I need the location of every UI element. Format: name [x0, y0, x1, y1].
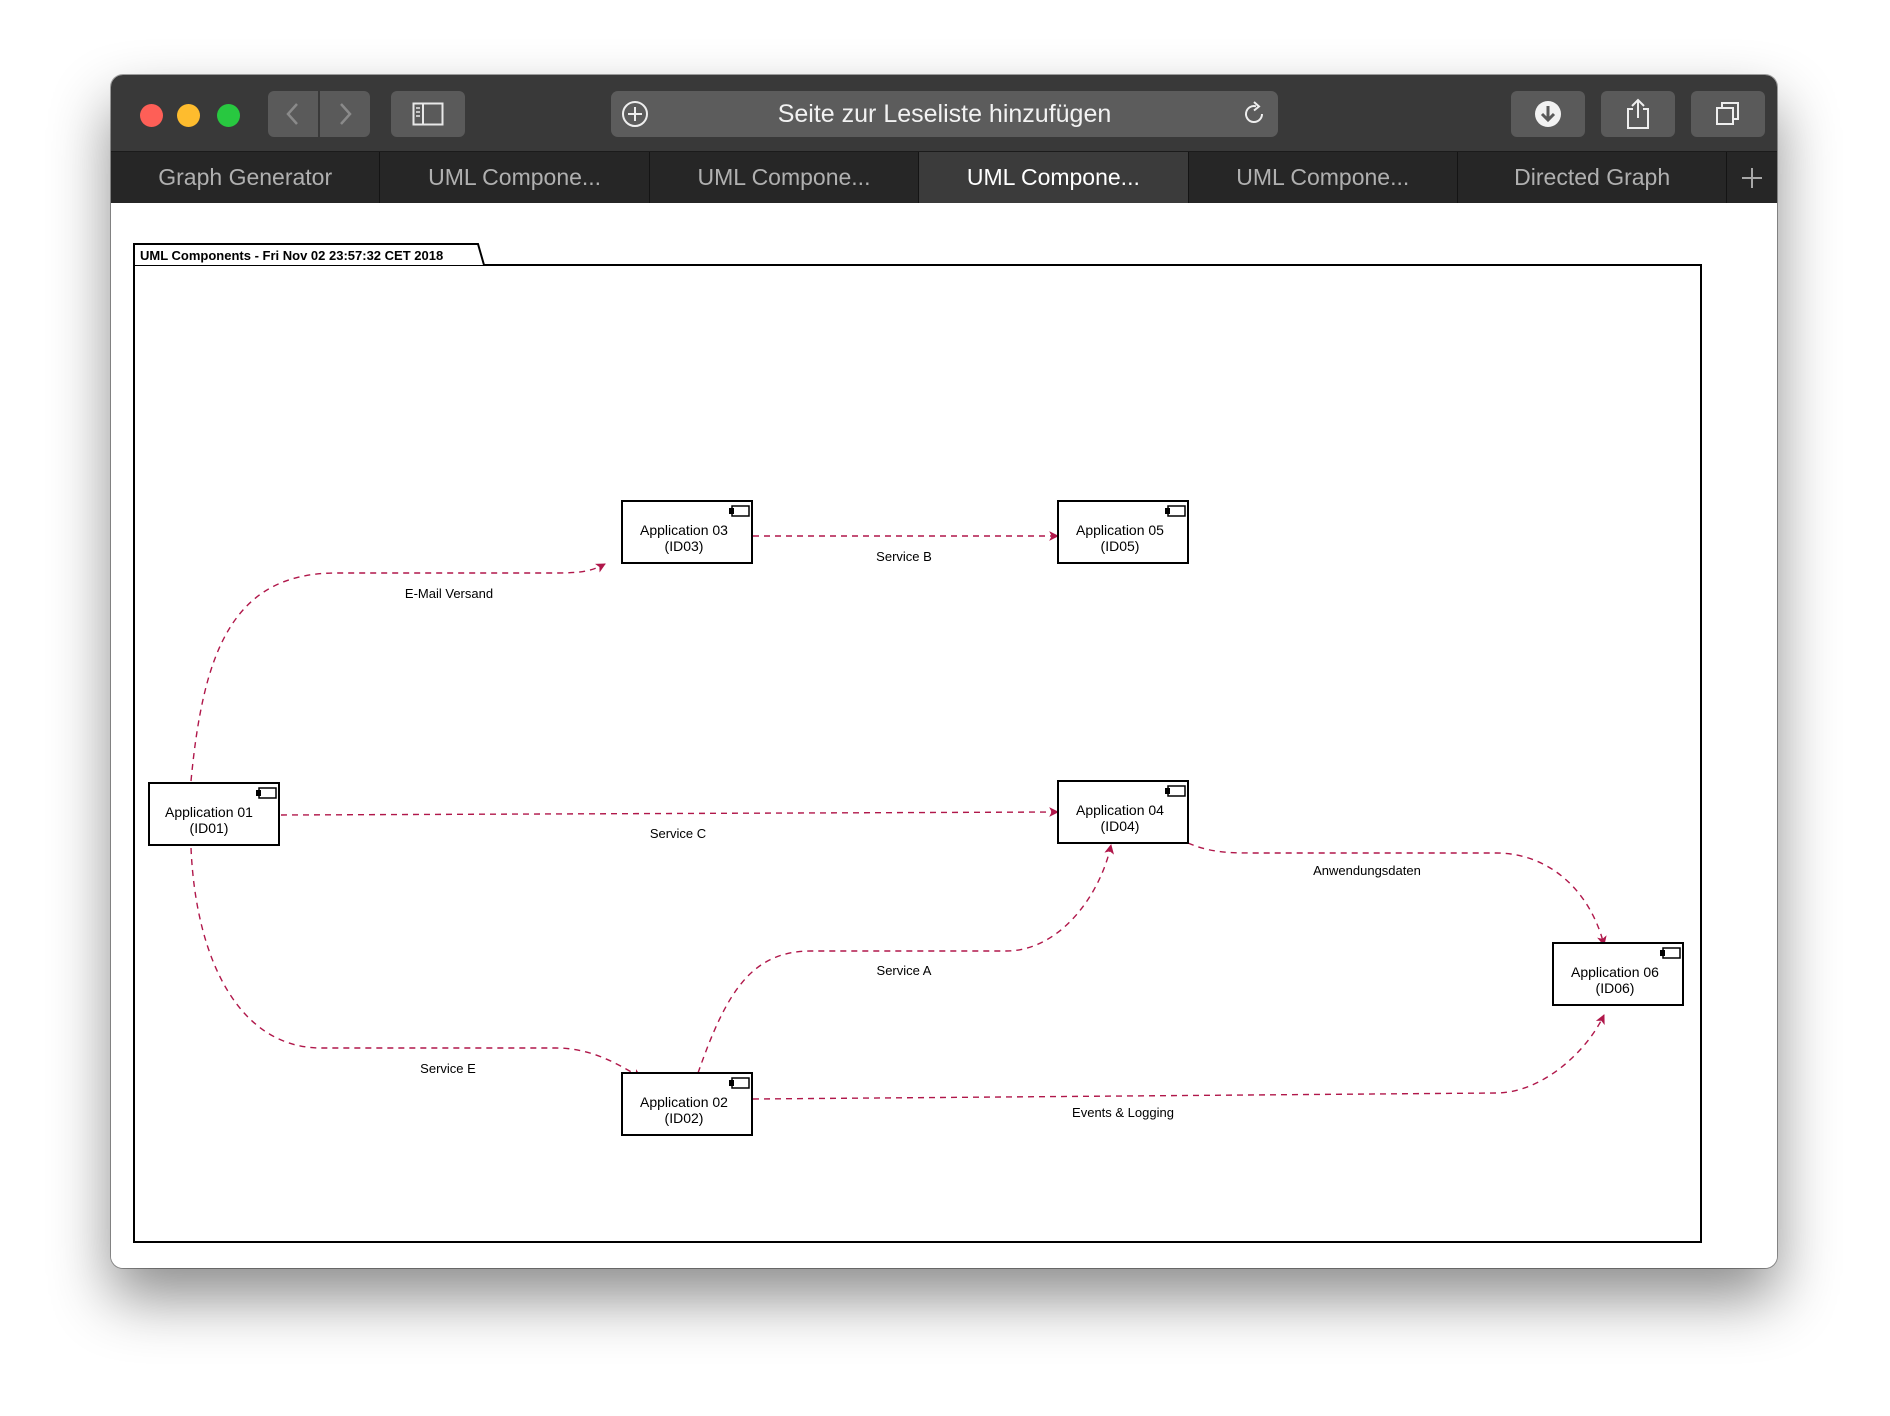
address-bar[interactable]: Seite zur Leseliste hinzufügen — [611, 91, 1278, 137]
tab-directed-graph[interactable]: Directed Graph — [1457, 152, 1728, 203]
downloads-button[interactable] — [1511, 91, 1585, 137]
component-icon-port — [1165, 788, 1170, 794]
component-icon — [258, 787, 277, 799]
page-content: UML Components - Fri Nov 02 23:57:32 CET… — [111, 203, 1777, 1268]
component-icon — [731, 505, 750, 517]
edge-label-anwendungsdaten: Anwendungsdaten — [1313, 863, 1421, 878]
edge-events-logging — [752, 1014, 1605, 1100]
tab-graph-generator[interactable]: Graph Generator — [111, 152, 381, 203]
reload-icon[interactable] — [1240, 100, 1268, 128]
tabs-icon — [1716, 102, 1739, 125]
zoom-window-button[interactable] — [217, 104, 240, 127]
browser-window: Seite zur Leseliste hinzufügen — [111, 75, 1777, 1268]
tab-overview-button[interactable] — [1691, 91, 1765, 137]
share-icon — [1627, 98, 1649, 129]
back-button[interactable] — [268, 91, 318, 137]
edge-label-service-c: Service C — [650, 826, 706, 841]
component-name: Application 05 — [1076, 522, 1164, 538]
edge-service-a — [697, 844, 1114, 1074]
edge-service-e — [190, 847, 642, 1079]
uml-diagram: UML Components - Fri Nov 02 23:57:32 CET… — [133, 243, 1702, 1243]
tab-uml-components-1[interactable]: UML Compone... — [380, 152, 650, 203]
chevron-left-icon — [286, 103, 298, 125]
tab-uml-components-4[interactable]: UML Compone... — [1188, 152, 1458, 203]
component-icon-port — [729, 508, 734, 514]
component-app04[interactable]: Application 04 (ID04) — [1057, 780, 1189, 844]
edge-label-service-a: Service A — [877, 963, 932, 978]
component-id: (ID06) — [1596, 980, 1635, 996]
sidebar-icon — [412, 102, 444, 126]
component-icon — [1167, 785, 1186, 797]
component-name: Application 01 — [165, 804, 253, 820]
add-circle-icon[interactable] — [621, 100, 649, 128]
edge-label-service-b: Service B — [876, 549, 932, 564]
component-app05[interactable]: Application 05 (ID05) — [1057, 500, 1189, 564]
tab-uml-components-active[interactable]: UML Compone... — [919, 152, 1189, 203]
frame-title-tab — [133, 243, 485, 266]
component-name: Application 06 — [1571, 964, 1659, 980]
tab-uml-components-2[interactable]: UML Compone... — [649, 152, 920, 203]
component-icon-port — [1165, 508, 1170, 514]
download-icon — [1535, 101, 1561, 127]
component-id: (ID02) — [665, 1110, 704, 1126]
share-button[interactable] — [1601, 91, 1675, 137]
address-text: Seite zur Leseliste hinzufügen — [777, 100, 1112, 128]
edge-anwendungsdaten — [1187, 842, 1607, 946]
minimize-window-button[interactable] — [177, 104, 200, 127]
component-icon — [731, 1077, 750, 1089]
edge-email-versand — [190, 563, 606, 782]
component-id: (ID03) — [665, 538, 704, 554]
component-icon-port — [1660, 950, 1665, 956]
component-icon-port — [256, 790, 261, 796]
component-app06[interactable]: Application 06 (ID06) — [1552, 942, 1684, 1006]
component-icon — [1167, 505, 1186, 517]
tab-bar: Graph Generator UML Compone... UML Compo… — [111, 151, 1777, 204]
component-name: Application 02 — [640, 1094, 728, 1110]
component-icon-port — [729, 1080, 734, 1086]
component-app02[interactable]: Application 02 (ID02) — [621, 1072, 753, 1136]
edge-label-events-logging: Events & Logging — [1072, 1105, 1174, 1120]
new-tab-button[interactable] — [1727, 152, 1777, 203]
edge-label-service-e: Service E — [420, 1061, 476, 1076]
component-icon — [1662, 947, 1681, 959]
edge-label-email-versand: E-Mail Versand — [405, 586, 493, 601]
component-id: (ID05) — [1101, 538, 1140, 554]
plus-icon — [1742, 167, 1763, 188]
frame-title: UML Components - Fri Nov 02 23:57:32 CET… — [140, 248, 443, 263]
close-window-button[interactable] — [140, 104, 163, 127]
diagram-frame — [133, 264, 1702, 1243]
edge-service-c — [280, 807, 1059, 817]
component-app03[interactable]: Application 03 (ID03) — [621, 500, 753, 564]
component-name: Application 03 — [640, 522, 728, 538]
forward-button[interactable] — [320, 91, 370, 137]
component-id: (ID01) — [190, 820, 229, 836]
titlebar: Seite zur Leseliste hinzufügen — [111, 75, 1777, 151]
component-name: Application 04 — [1076, 802, 1164, 818]
component-id: (ID04) — [1101, 818, 1140, 834]
component-app01[interactable]: Application 01 (ID01) — [148, 782, 280, 846]
chevron-right-icon — [340, 103, 352, 125]
sidebar-button[interactable] — [391, 91, 465, 137]
